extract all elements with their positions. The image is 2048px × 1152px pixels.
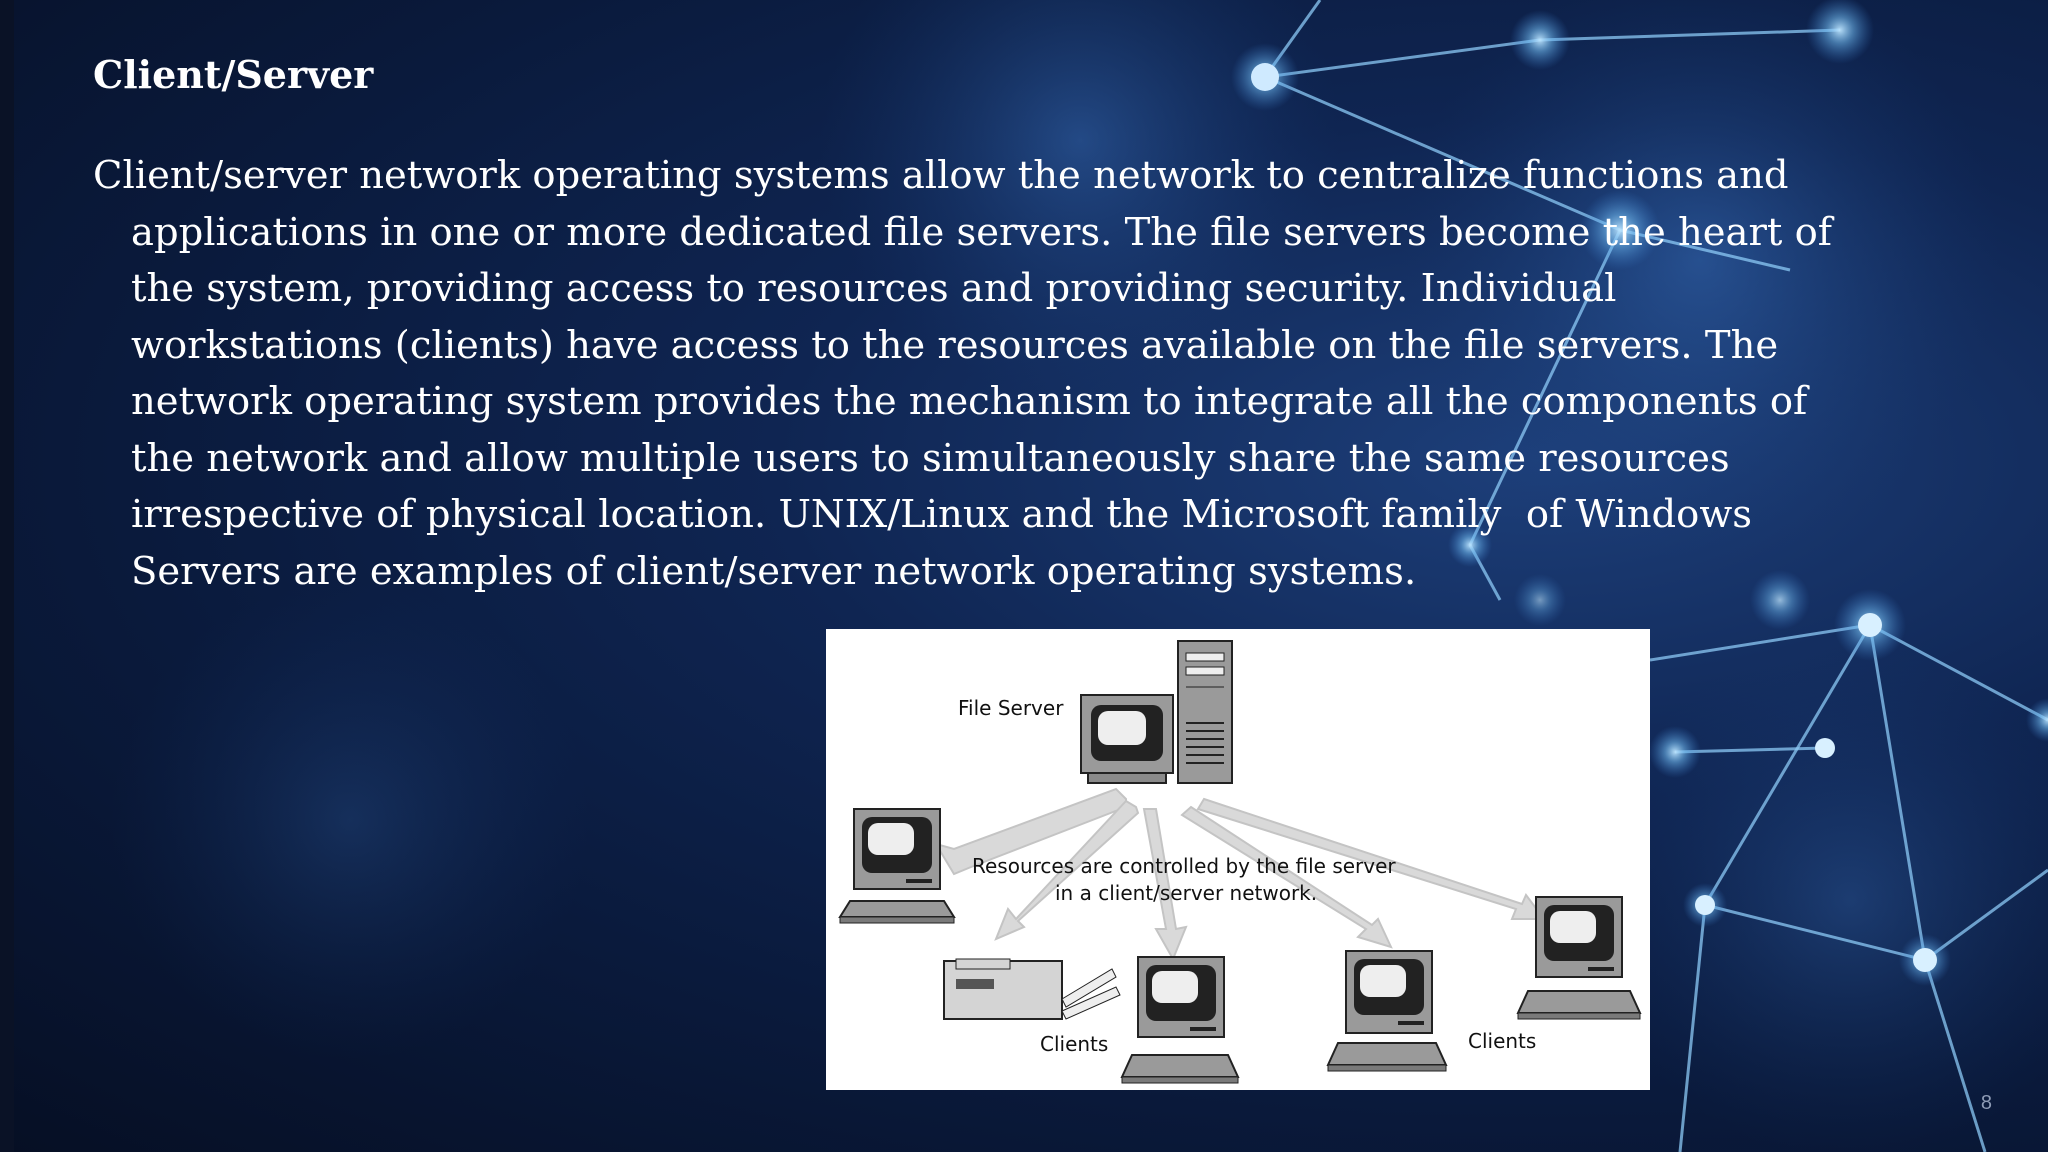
- right-client-computer-icon: [1326, 950, 1448, 1072]
- file-server-monitor-icon: [1080, 694, 1174, 784]
- file-server-label: File Server: [958, 696, 1064, 720]
- clients-label-left: Clients: [1040, 1032, 1109, 1056]
- arrow-to-far-right-client: [1196, 797, 1546, 920]
- slide-body-text: Client/server network operating systems …: [93, 153, 1833, 594]
- arrow-to-center-client: [1142, 808, 1188, 962]
- left-client-computer-icon: [838, 808, 956, 924]
- arrow-to-right-client: [1180, 805, 1393, 949]
- far-right-client-computer-icon: [1516, 896, 1642, 1020]
- diagram-caption-line2: in a client/server network.: [1055, 881, 1318, 905]
- file-server-tower-icon: [1177, 640, 1233, 784]
- slide-title: Client/Server: [93, 52, 374, 97]
- left-edge-strip: [0, 0, 14, 1152]
- client-server-diagram: File Server Resources are controlled by …: [826, 629, 1650, 1090]
- arrow-to-printer: [994, 799, 1140, 941]
- clients-label-right: Clients: [1468, 1029, 1537, 1053]
- arrow-to-left-client: [933, 787, 1127, 876]
- center-client-computer-icon: [1120, 956, 1240, 1084]
- diagram-caption-line1: Resources are controlled by the file ser…: [972, 854, 1396, 878]
- diagram-illustration: [838, 640, 1642, 1084]
- page-number: 8: [1980, 1092, 1992, 1114]
- printer-icon: [943, 958, 1121, 1020]
